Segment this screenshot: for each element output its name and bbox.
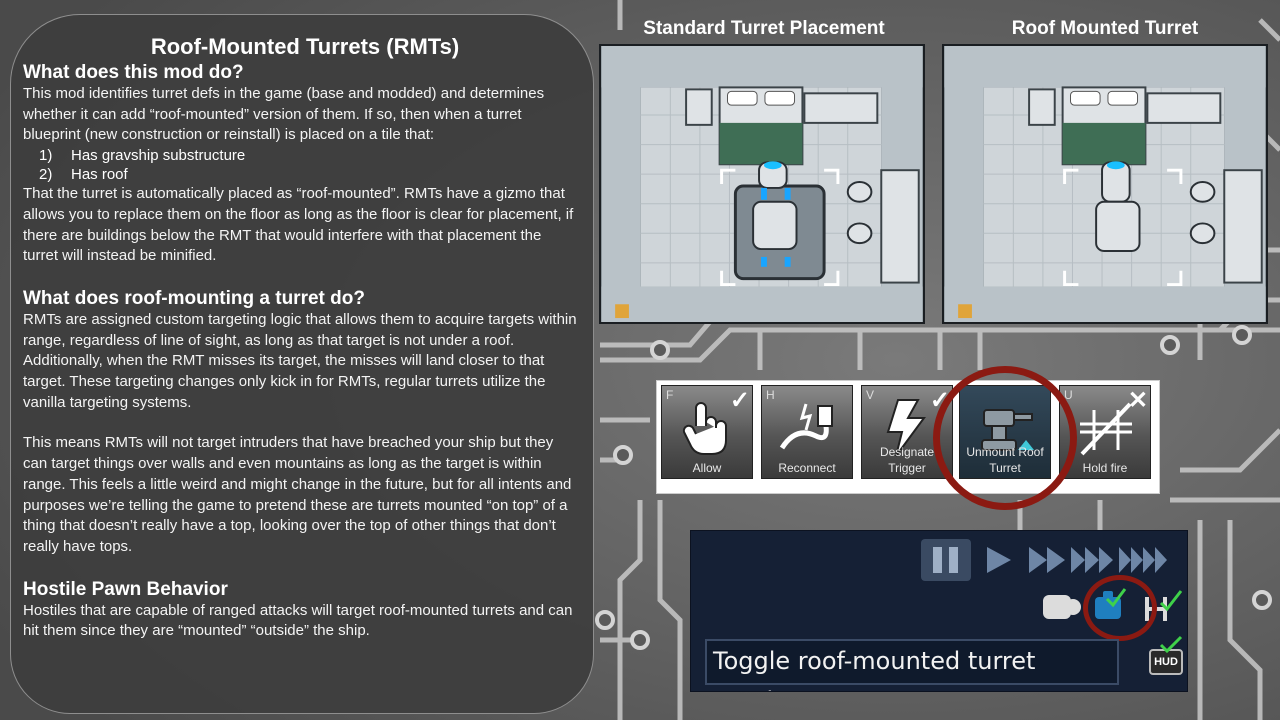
game-ui-screenshot: Toggle roof-mounted turret overlay HUD bbox=[690, 530, 1188, 692]
check-icon: ✓ bbox=[729, 387, 750, 414]
condition-list: 1)Has gravship substructure 2)Has roof bbox=[23, 146, 577, 184]
gizmo-bar: F ✓ Allow H Reconnect V ✓ Designate Trig… bbox=[656, 380, 1160, 494]
speed-controls bbox=[921, 539, 1167, 581]
gizmo-reconnect[interactable]: H Reconnect bbox=[761, 385, 853, 479]
overlay-tooltip: Toggle roof-mounted turret overlay bbox=[705, 639, 1119, 691]
room-standard-image bbox=[601, 46, 923, 322]
hotkey-label: U bbox=[1064, 388, 1073, 402]
fast-forward-icon bbox=[1029, 547, 1065, 573]
room-roof-image bbox=[944, 46, 1266, 322]
section-hostile-behavior: Hostile Pawn Behavior Hostiles that are … bbox=[23, 578, 577, 642]
section-paragraph: Hostiles that are capable of ranged atta… bbox=[23, 601, 573, 640]
check-icon bbox=[1159, 635, 1183, 654]
hud-button[interactable]: HUD bbox=[1149, 649, 1183, 675]
plug-icon bbox=[779, 403, 833, 450]
fastest-icon bbox=[1119, 547, 1167, 573]
section-paragraph: Additionally, when the RMT misses its ta… bbox=[23, 352, 546, 411]
hotkey-label: F bbox=[666, 388, 674, 402]
list-item: 1)Has gravship substructure bbox=[39, 147, 246, 165]
standard-turret-screenshot bbox=[599, 44, 925, 324]
section-paragraph: That the turret is automatically placed … bbox=[23, 185, 574, 265]
gizmo-label: Designate Trigger bbox=[879, 445, 935, 475]
gizmo-label: Hold fire bbox=[1082, 461, 1128, 475]
gizmo-allow[interactable]: F ✓ Allow bbox=[661, 385, 753, 479]
lightning-icon bbox=[886, 399, 926, 457]
no-fire-icon bbox=[1080, 402, 1132, 456]
section-heading: Hostile Pawn Behavior bbox=[23, 578, 228, 600]
panel-title: Roof-Mounted Turrets (RMTs) bbox=[150, 34, 460, 59]
section-paragraph: This mod identifies turret defs in the g… bbox=[23, 85, 545, 144]
section-heading: What does this mod do? bbox=[23, 62, 244, 83]
roof-mounted-label: Roof Mounted Turret bbox=[1011, 18, 1199, 39]
hotkey-label: H bbox=[766, 388, 775, 402]
list-item: 2)Has roof bbox=[39, 166, 128, 184]
hotkey-label: V bbox=[866, 388, 875, 402]
hand-icon bbox=[682, 402, 727, 455]
gizmo-label: Reconnect bbox=[778, 461, 836, 475]
section-paragraph: This means RMTs will not target intruder… bbox=[23, 434, 572, 555]
play-icon bbox=[987, 547, 1011, 573]
close-icon: ✕ bbox=[1127, 387, 1148, 414]
section-heading: What does roof-mounting a turret do? bbox=[23, 287, 365, 309]
overlay-highlight-ring bbox=[1083, 575, 1157, 641]
faster-icon bbox=[1071, 547, 1113, 573]
section-paragraph: RMTs are assigned custom targeting logic… bbox=[23, 310, 577, 349]
section-roof-mounting: What does roof-mounting a turret do? RMT… bbox=[23, 287, 577, 558]
standard-placement-label: Standard Turret Placement bbox=[643, 18, 885, 39]
check-icon bbox=[1159, 590, 1183, 612]
room-overlay-icon bbox=[1043, 595, 1071, 619]
section-what-mod-does: What does this mod do? This mod identifi… bbox=[23, 61, 577, 267]
gizmo-label: Allow bbox=[692, 461, 722, 475]
highlight-ring bbox=[933, 366, 1077, 510]
roof-mounted-turret-screenshot bbox=[942, 44, 1268, 324]
description-panel: Roof-Mounted Turrets (RMTs) What does th… bbox=[10, 14, 594, 714]
